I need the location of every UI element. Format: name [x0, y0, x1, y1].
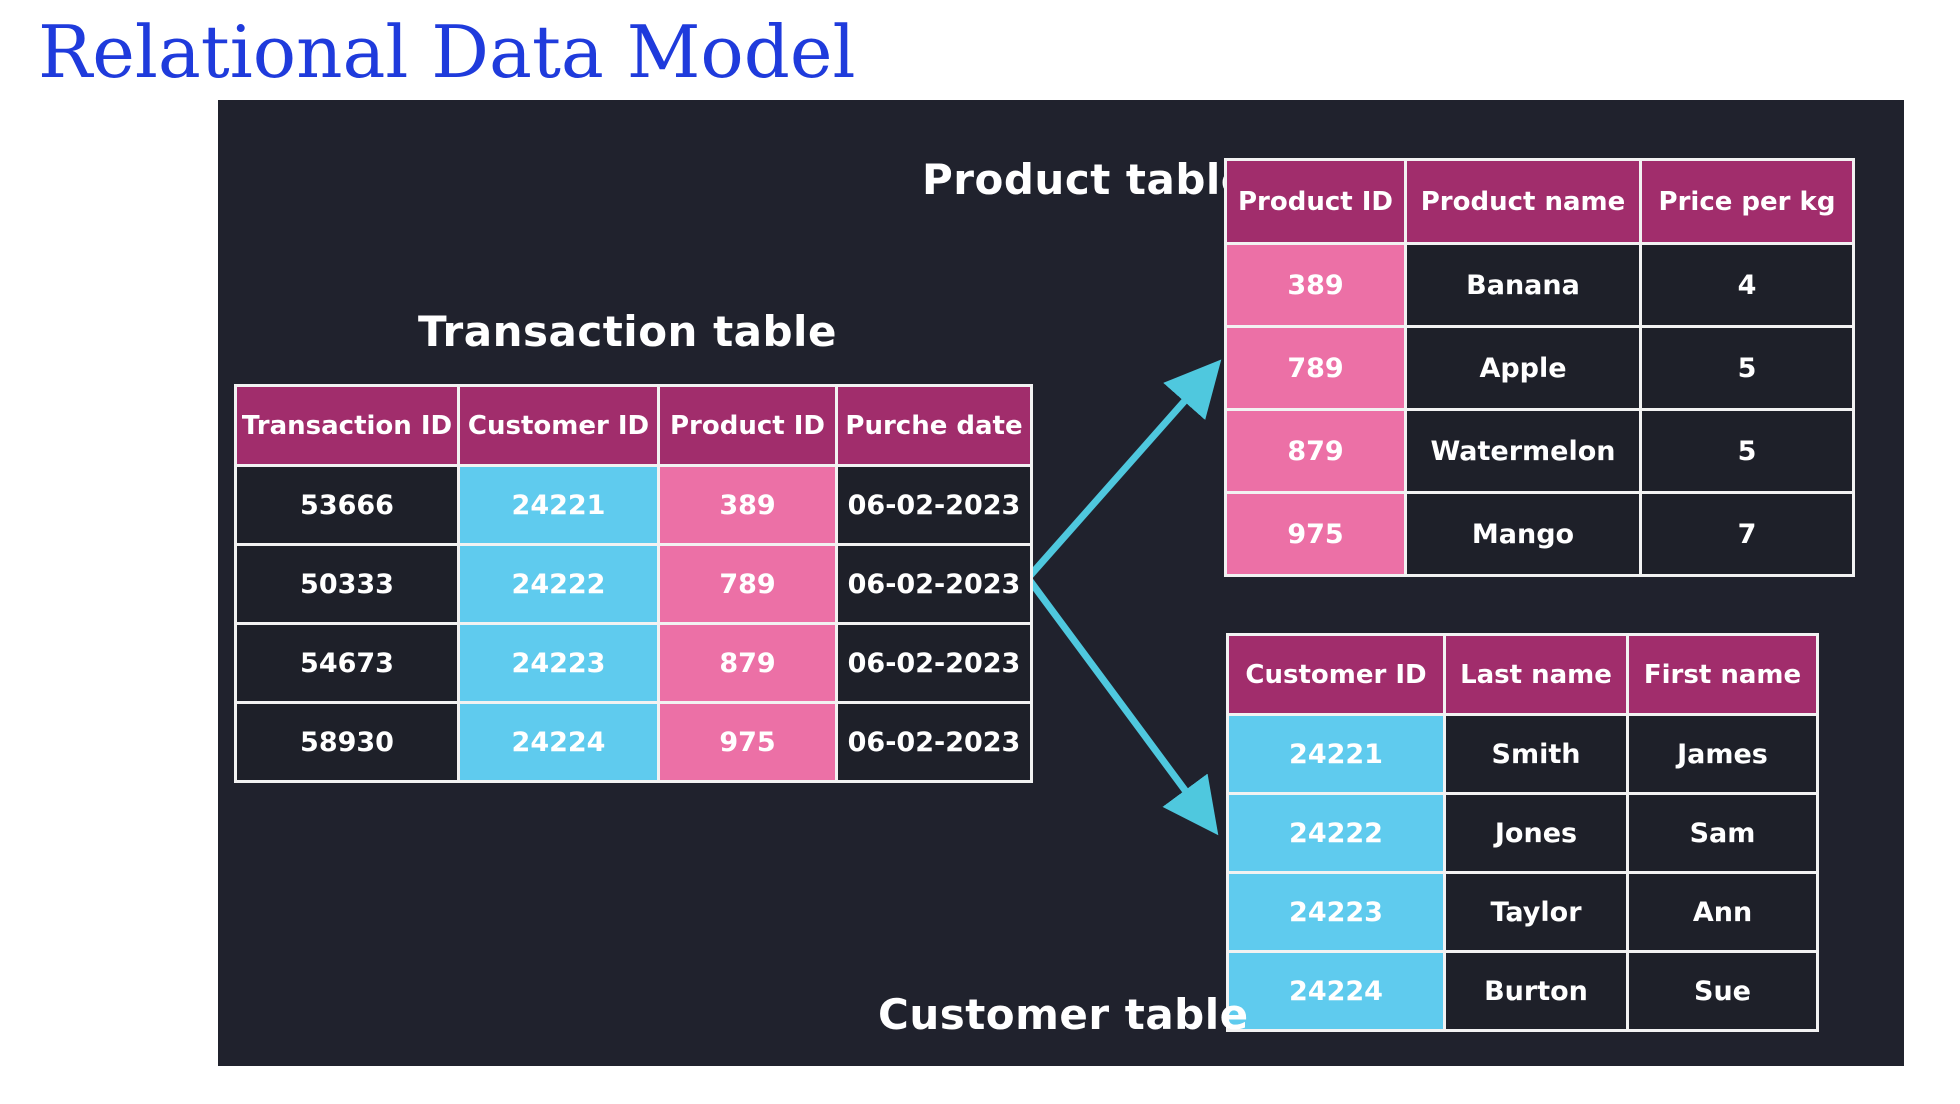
product-table: Product ID Product name Price per kg 389… — [1224, 158, 1855, 577]
product-table-title: Product table — [922, 155, 1250, 204]
table-row: 975 Mango 7 — [1224, 491, 1855, 577]
purchase-date-cell: 06-02-2023 — [835, 543, 1033, 625]
customer-id-cell: 24224 — [457, 701, 660, 783]
table-row: 58930 24224 975 06-02-2023 — [234, 701, 1033, 783]
customer-id-cell: 24223 — [457, 622, 660, 704]
purchase-date-cell: 06-02-2023 — [835, 701, 1033, 783]
column-header-last-name: Last name — [1443, 633, 1629, 716]
last-name-cell: Taylor — [1443, 871, 1629, 953]
column-header-transaction-id: Transaction ID — [234, 384, 460, 467]
column-header-product-name: Product name — [1404, 158, 1642, 245]
transaction-table-title: Transaction table — [418, 307, 837, 356]
price-cell: 5 — [1639, 325, 1855, 411]
product-id-cell: 975 — [657, 701, 838, 783]
product-id-cell: 389 — [1224, 242, 1407, 328]
purchase-date-cell: 06-02-2023 — [835, 622, 1033, 704]
product-id-cell: 879 — [657, 622, 838, 704]
first-name-cell: James — [1626, 713, 1819, 795]
table-row: 24223 Taylor Ann — [1226, 871, 1819, 953]
table-row: 50333 24222 789 06-02-2023 — [234, 543, 1033, 625]
column-header-product-id: Product ID — [657, 384, 838, 467]
transaction-id-cell: 50333 — [234, 543, 460, 625]
product-name-cell: Banana — [1404, 242, 1642, 328]
last-name-cell: Smith — [1443, 713, 1629, 795]
product-name-cell: Watermelon — [1404, 408, 1642, 494]
product-id-cell: 879 — [1224, 408, 1407, 494]
first-name-cell: Sue — [1626, 950, 1819, 1032]
product-header-row: Product ID Product name Price per kg — [1224, 158, 1855, 245]
table-row: 24221 Smith James — [1226, 713, 1819, 795]
column-header-purchase-date: Purche date — [835, 384, 1033, 467]
column-header-price-per-kg: Price per kg — [1639, 158, 1855, 245]
transaction-id-cell: 54673 — [234, 622, 460, 704]
first-name-cell: Ann — [1626, 871, 1819, 953]
customer-id-cell: 24222 — [1226, 792, 1446, 874]
page-title: Relational Data Model — [38, 10, 856, 94]
column-header-customer-id: Customer ID — [1226, 633, 1446, 716]
table-row: 389 Banana 4 — [1224, 242, 1855, 328]
customer-id-cell: 24221 — [1226, 713, 1446, 795]
product-id-cell: 789 — [1224, 325, 1407, 411]
product-id-cell: 389 — [657, 464, 838, 546]
product-id-cell: 789 — [657, 543, 838, 625]
price-cell: 4 — [1639, 242, 1855, 328]
table-row: 24224 Burton Sue — [1226, 950, 1819, 1032]
purchase-date-cell: 06-02-2023 — [835, 464, 1033, 546]
column-header-customer-id: Customer ID — [457, 384, 660, 467]
price-cell: 5 — [1639, 408, 1855, 494]
transaction-id-cell: 53666 — [234, 464, 460, 546]
arrow-to-product-table — [1024, 359, 1222, 582]
customer-id-cell: 24222 — [457, 543, 660, 625]
table-row: 879 Watermelon 5 — [1224, 408, 1855, 494]
customer-id-cell: 24221 — [457, 464, 660, 546]
transaction-id-cell: 58930 — [234, 701, 460, 783]
arrow-to-customer-table — [1024, 574, 1219, 836]
table-row: 789 Apple 5 — [1224, 325, 1855, 411]
customer-id-cell: 24224 — [1226, 950, 1446, 1032]
table-row: 24222 Jones Sam — [1226, 792, 1819, 874]
first-name-cell: Sam — [1626, 792, 1819, 874]
last-name-cell: Jones — [1443, 792, 1629, 874]
customer-id-cell: 24223 — [1226, 871, 1446, 953]
product-name-cell: Mango — [1404, 491, 1642, 577]
relational-diagram: Transaction table Transaction ID Custome… — [218, 100, 1904, 1066]
price-cell: 7 — [1639, 491, 1855, 577]
product-id-cell: 975 — [1224, 491, 1407, 577]
transaction-table: Transaction ID Customer ID Product ID Pu… — [234, 384, 1033, 783]
column-header-first-name: First name — [1626, 633, 1819, 716]
product-name-cell: Apple — [1404, 325, 1642, 411]
table-row: 53666 24221 389 06-02-2023 — [234, 464, 1033, 546]
customer-table-title: Customer table — [878, 990, 1249, 1039]
table-row: 54673 24223 879 06-02-2023 — [234, 622, 1033, 704]
transaction-header-row: Transaction ID Customer ID Product ID Pu… — [234, 384, 1033, 467]
customer-table: Customer ID Last name First name 24221 S… — [1226, 633, 1819, 1032]
relationship-arrows — [1024, 359, 1222, 836]
column-header-product-id: Product ID — [1224, 158, 1407, 245]
last-name-cell: Burton — [1443, 950, 1629, 1032]
customer-header-row: Customer ID Last name First name — [1226, 633, 1819, 716]
